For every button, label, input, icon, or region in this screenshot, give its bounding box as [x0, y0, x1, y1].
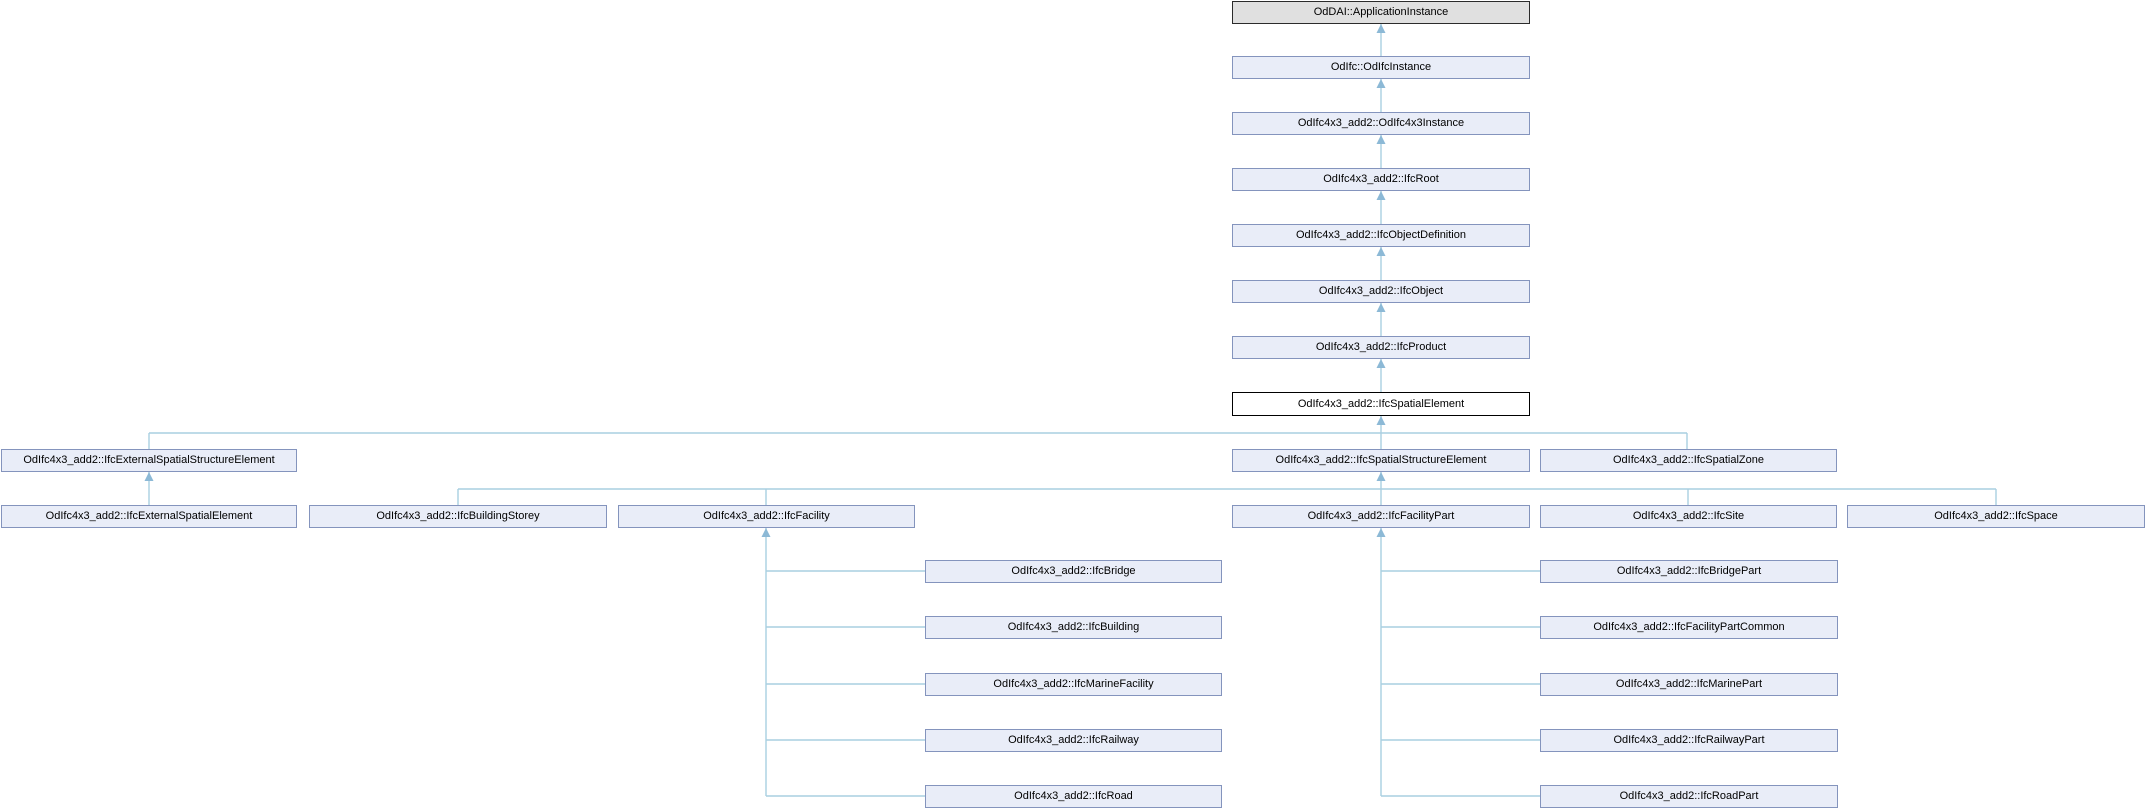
- node-ifcspatialstructureelement[interactable]: OdIfc4x3_add2::IfcSpatialStructureElemen…: [1232, 449, 1530, 472]
- arrowhead-up-icon: [1376, 24, 1386, 33]
- arrowhead-up-icon: [1376, 79, 1386, 88]
- node-ifcbuilding[interactable]: OdIfc4x3_add2::IfcBuilding: [925, 616, 1222, 639]
- node-ifcsite[interactable]: OdIfc4x3_add2::IfcSite: [1540, 505, 1837, 528]
- node-ifcbridgepart[interactable]: OdIfc4x3_add2::IfcBridgePart: [1540, 560, 1838, 583]
- node-ifcroad[interactable]: OdIfc4x3_add2::IfcRoad: [925, 785, 1222, 808]
- node-ifcspatialzone[interactable]: OdIfc4x3_add2::IfcSpatialZone: [1540, 449, 1837, 472]
- arrowhead-up-icon: [1376, 359, 1386, 368]
- node-ifcroot[interactable]: OdIfc4x3_add2::IfcRoot: [1232, 168, 1530, 191]
- node-odifc-odifcinstance[interactable]: OdIfc::OdIfcInstance: [1232, 56, 1530, 79]
- node-ifcobjectdefinition[interactable]: OdIfc4x3_add2::IfcObjectDefinition: [1232, 224, 1530, 247]
- arrowhead-up-icon: [761, 528, 771, 537]
- node-oddai-applicationinstance: OdDAI::ApplicationInstance: [1232, 1, 1530, 24]
- node-ifcfacilitypart[interactable]: OdIfc4x3_add2::IfcFacilityPart: [1232, 505, 1530, 528]
- arrowhead-up-icon: [1376, 303, 1386, 312]
- node-ifcrailway[interactable]: OdIfc4x3_add2::IfcRailway: [925, 729, 1222, 752]
- node-odifc4x3instance[interactable]: OdIfc4x3_add2::OdIfc4x3Instance: [1232, 112, 1530, 135]
- arrowhead-up-icon: [1376, 528, 1386, 537]
- node-ifcobject[interactable]: OdIfc4x3_add2::IfcObject: [1232, 280, 1530, 303]
- arrowhead-up-icon: [1376, 191, 1386, 200]
- node-ifcroadpart[interactable]: OdIfc4x3_add2::IfcRoadPart: [1540, 785, 1838, 808]
- arrowhead-up-icon: [1376, 416, 1386, 425]
- node-ifcspatialelement: OdIfc4x3_add2::IfcSpatialElement: [1232, 392, 1530, 416]
- arrowhead-up-icon: [1376, 472, 1386, 481]
- node-ifcexternalspatialelement[interactable]: OdIfc4x3_add2::IfcExternalSpatialElement: [1, 505, 297, 528]
- node-ifcexternalspatialstructureelement[interactable]: OdIfc4x3_add2::IfcExternalSpatialStructu…: [1, 449, 297, 472]
- node-ifcfacility[interactable]: OdIfc4x3_add2::IfcFacility: [618, 505, 915, 528]
- node-ifcrailwaypart[interactable]: OdIfc4x3_add2::IfcRailwayPart: [1540, 729, 1838, 752]
- arrowhead-up-icon: [1376, 247, 1386, 256]
- arrowhead-up-icon: [1376, 135, 1386, 144]
- node-ifcfacilitypartcommon[interactable]: OdIfc4x3_add2::IfcFacilityPartCommon: [1540, 616, 1838, 639]
- node-ifcmarinefacility[interactable]: OdIfc4x3_add2::IfcMarineFacility: [925, 673, 1222, 696]
- node-ifcspace[interactable]: OdIfc4x3_add2::IfcSpace: [1847, 505, 2145, 528]
- node-ifcproduct[interactable]: OdIfc4x3_add2::IfcProduct: [1232, 336, 1530, 359]
- node-ifcbridge[interactable]: OdIfc4x3_add2::IfcBridge: [925, 560, 1222, 583]
- node-ifcbuildingstorey[interactable]: OdIfc4x3_add2::IfcBuildingStorey: [309, 505, 607, 528]
- node-ifcmarinepart[interactable]: OdIfc4x3_add2::IfcMarinePart: [1540, 673, 1838, 696]
- arrowhead-up-icon: [144, 472, 154, 481]
